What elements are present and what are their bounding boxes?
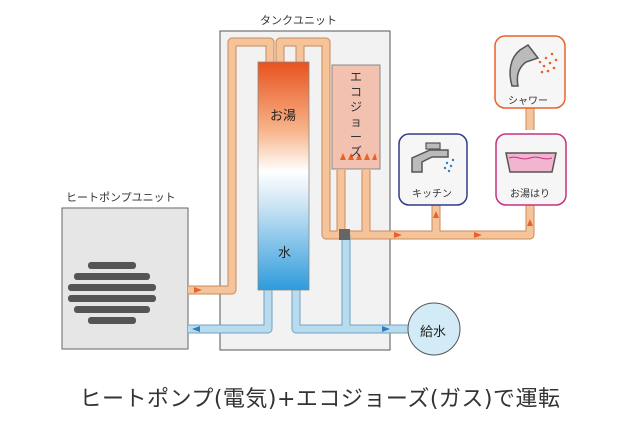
bathtub-icon — [505, 152, 557, 173]
tank-unit-label: タンクユニット — [260, 14, 337, 27]
kitchen-faucet-icon — [411, 142, 455, 173]
shower-box — [494, 35, 566, 109]
cold-water-pipes — [188, 235, 413, 334]
kitchen-box — [398, 133, 468, 206]
storage-tank — [257, 61, 310, 291]
shower-label: シャワー — [508, 96, 548, 107]
bath-label: お湯はり — [510, 189, 550, 200]
cold-flow-arrows — [192, 326, 390, 332]
eco-jozu-box — [331, 64, 381, 170]
hot-flow-arrows — [194, 211, 533, 293]
water-supply-circle — [407, 302, 461, 356]
heat-pump-fan-grille — [68, 262, 156, 324]
heat-pump-unit-label: ヒートポンプユニット — [66, 191, 176, 204]
water-label: 水 — [278, 246, 292, 261]
diagram-caption: ヒートポンプ(電気)+エコジョーズ(ガス)で運転 — [79, 387, 561, 412]
burner-flames — [340, 153, 377, 160]
mixing-valve — [339, 229, 350, 240]
eco-jozu-label: エコジョーズ — [349, 70, 362, 159]
water-supply-label: 給水 — [420, 325, 447, 340]
hot-water-label: お湯 — [270, 109, 297, 124]
kitchen-label: キッチン — [412, 189, 452, 200]
shower-head-icon — [509, 44, 558, 87]
